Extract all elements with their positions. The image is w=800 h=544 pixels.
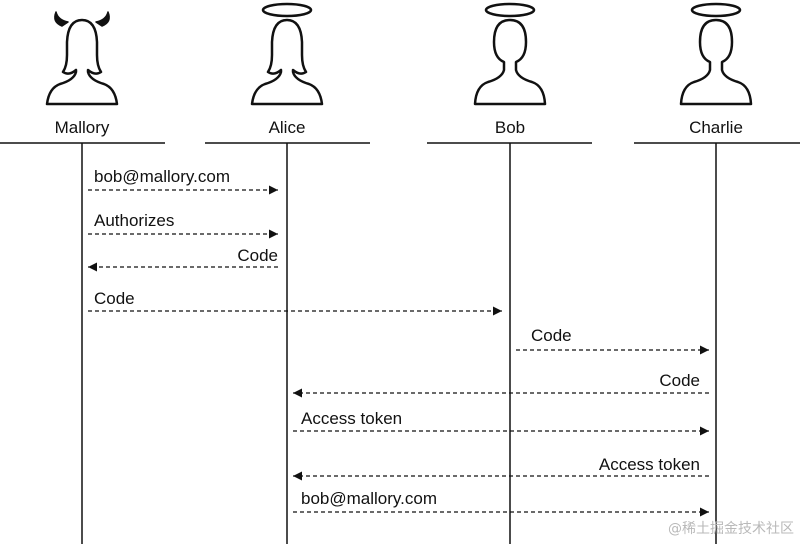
actor-mallory: Mallory [0,11,165,544]
message-label: Access token [599,455,700,474]
message-label: bob@mallory.com [94,167,230,186]
halo-icon [261,2,313,18]
actor-label-mallory: Mallory [55,118,110,137]
message-label: Code [237,246,278,265]
message-label: Code [531,326,572,345]
message-label: Authorizes [94,211,174,230]
halo-icon [484,2,536,18]
watermark: @稀土掘金技术社区 [668,521,794,537]
angel-avatar-icon [250,2,324,106]
actor-bob: Bob [427,2,592,544]
message-7: Access token [293,409,709,436]
message-1: bob@mallory.com [88,167,278,195]
actor-label-bob: Bob [495,118,525,137]
devil-avatar-icon [45,11,119,106]
actor-label-charlie: Charlie [689,118,743,137]
message-label: Code [94,289,135,308]
message-label: Code [659,371,700,390]
message-5: Code [516,326,709,355]
message-6: Code [293,371,709,398]
message-9: bob@mallory.com [293,489,709,517]
angel-avatar-icon [679,2,753,106]
actor-charlie: Charlie [634,2,800,544]
actor-label-alice: Alice [269,118,306,137]
message-2: Authorizes [88,211,278,239]
message-label: Access token [301,409,402,428]
message-3: Code [88,246,278,272]
message-label: bob@mallory.com [301,489,437,508]
message-8: Access token [293,455,709,481]
angel-avatar-icon [473,2,547,106]
halo-icon [690,2,742,18]
message-4: Code [88,289,502,316]
actor-alice: Alice [205,2,370,544]
